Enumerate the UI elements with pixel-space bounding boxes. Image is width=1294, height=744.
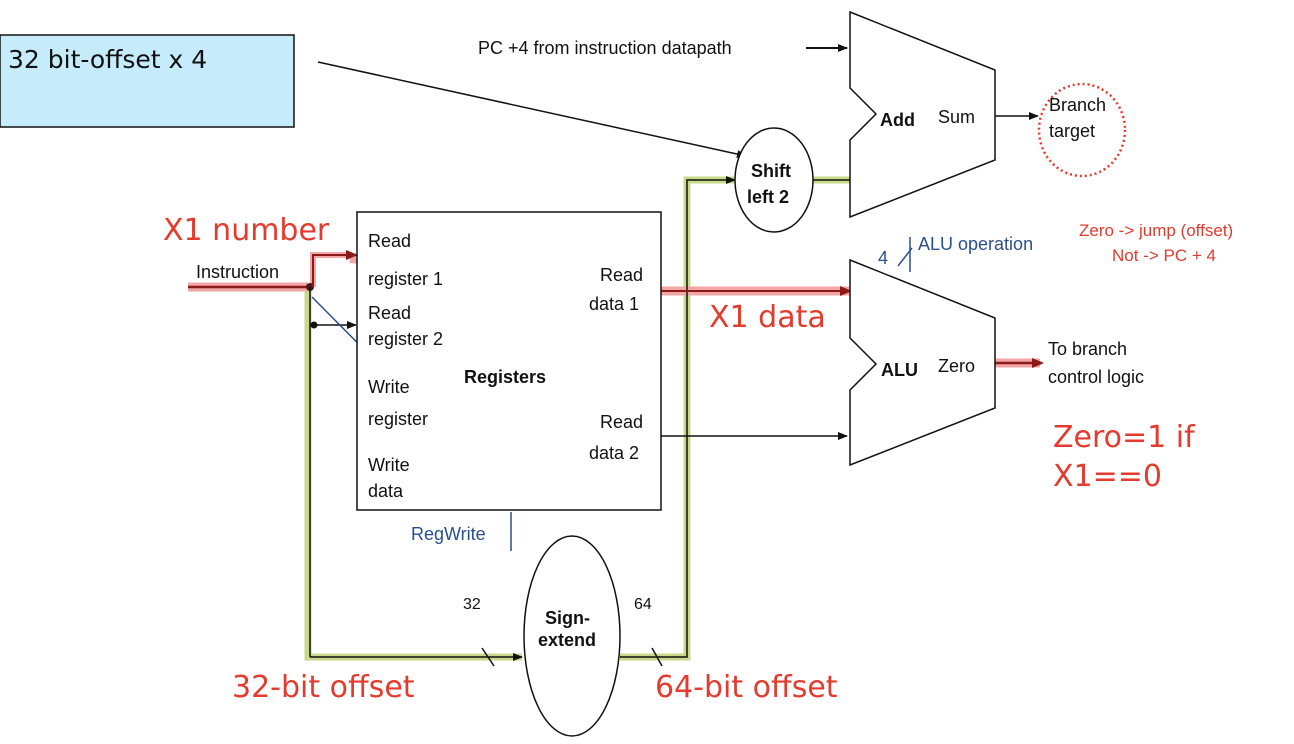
alu-operation-label: ALU operation xyxy=(918,234,1033,254)
read-data1-line2: data 1 xyxy=(589,294,639,314)
read-register2-line2: register 2 xyxy=(368,329,443,349)
input-bits-label: 32 xyxy=(463,596,481,613)
branch-target: Branch target xyxy=(1037,82,1127,178)
zero-condition-line2: X1==0 xyxy=(1053,459,1162,494)
zero-condition-line1: Zero=1 if xyxy=(1053,420,1196,455)
output-bits-label: 64 xyxy=(634,596,652,613)
instruction-label: Instruction xyxy=(196,262,279,282)
regwrite-label: RegWrite xyxy=(411,524,486,544)
alu-label: ALU xyxy=(881,360,918,380)
pc4-label: PC +4 from instruction datapath xyxy=(478,38,732,58)
write-register-line1: Write xyxy=(368,377,410,397)
read-data1-line1: Read xyxy=(600,265,643,285)
branch-control-line1: To branch xyxy=(1048,339,1127,359)
x1-number-annotation: X1 number xyxy=(163,213,330,248)
registers-title: Registers xyxy=(464,367,546,387)
register-file: Read register 1 Read register 2 Write re… xyxy=(356,211,662,511)
branch-target-line2: target xyxy=(1049,121,1095,141)
read-register1-line1: Read xyxy=(368,231,411,251)
read-data2-line1: Read xyxy=(600,412,643,432)
branch-control-line2: control logic xyxy=(1048,367,1144,387)
write-data-line2: data xyxy=(368,481,404,501)
sign-extend-line1: Sign- xyxy=(545,608,590,628)
adder-unit: Add Sum xyxy=(849,10,996,219)
shift-label-line1: Shift xyxy=(751,161,791,181)
read-register2-line1: Read xyxy=(368,303,411,323)
write-register-line2: register xyxy=(368,409,428,429)
alu-zero-label: Zero xyxy=(938,356,975,376)
sign-extend-unit: Sign- extend xyxy=(523,535,621,737)
not-pc4-annotation: Not -> PC + 4 xyxy=(1112,246,1216,265)
adder-sum-label: Sum xyxy=(938,107,975,127)
branch-target-line1: Branch xyxy=(1049,95,1106,115)
x1-data-annotation: X1 data xyxy=(709,300,826,335)
callout-text: 32 bit-offset x 4 xyxy=(8,45,207,74)
adder-label: Add xyxy=(880,110,915,130)
shift-left-unit: Shift left 2 xyxy=(734,127,814,233)
read-register1-line2: register 1 xyxy=(368,269,443,289)
alu-op-bits: 4 xyxy=(878,248,888,268)
zero-jump-annotation: Zero -> jump (offset) xyxy=(1079,221,1233,240)
read-data2-line2: data 2 xyxy=(589,443,639,463)
offset-callout: 32 bit-offset x 4 xyxy=(0,34,295,128)
sign-extend-line2: extend xyxy=(538,630,596,650)
alu-unit: ALU Zero xyxy=(849,258,996,467)
write-data-line1: Write xyxy=(368,455,410,475)
offset64-annotation: 64-bit offset xyxy=(655,670,838,705)
offset32-annotation: 32-bit offset xyxy=(232,670,415,705)
shift-label-line2: left 2 xyxy=(747,187,789,207)
